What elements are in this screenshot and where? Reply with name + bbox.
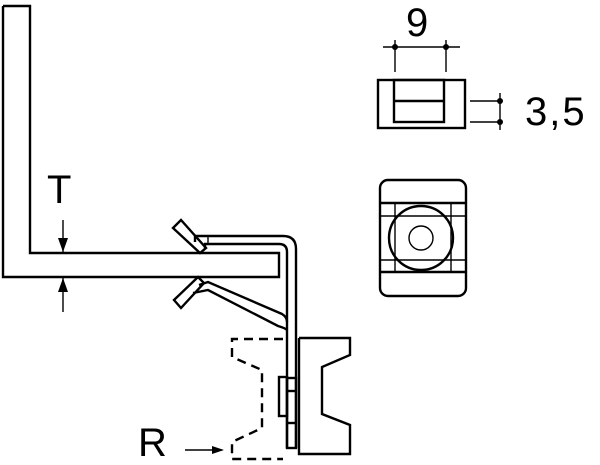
panel-l-shape <box>1 4 281 279</box>
height-dimension-3-5 <box>470 93 503 130</box>
clip-upper-arm <box>171 218 298 448</box>
width-dimension-label: 9 <box>406 1 429 45</box>
mount-front-view <box>376 78 467 130</box>
clip-lower-arm <box>172 275 289 331</box>
height-dimension-label: 3,5 <box>525 90 587 134</box>
rail-dashed-profile <box>230 337 283 461</box>
mount-top-view <box>378 178 468 298</box>
width-dimension-9 <box>383 40 460 72</box>
rail-label: R <box>138 421 167 465</box>
rail-pointer-arrow <box>185 446 224 454</box>
clip-vertical-leg <box>277 375 298 450</box>
thickness-label: T <box>47 168 72 212</box>
mount-side-view <box>297 336 352 456</box>
thickness-dimension <box>58 220 68 312</box>
